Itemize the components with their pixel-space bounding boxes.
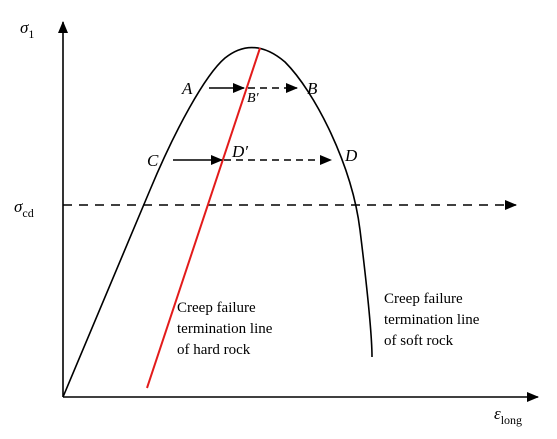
point-d-prime-label: D′ (231, 142, 248, 161)
x-axis-label: εlong (494, 404, 522, 427)
hard-rock-annotation-line-2: termination line (177, 321, 273, 337)
hard-rock-annotation: Creep failure termination line of hard r… (177, 300, 276, 358)
hard-rock-annotation-line-1: Creep failure (177, 300, 256, 316)
soft-rock-annotation-line-2: termination line (384, 312, 480, 328)
soft-rock-annotation-line-3: of soft rock (384, 333, 454, 349)
point-d-label: D (344, 146, 358, 165)
point-a-label: A (181, 79, 193, 98)
y-axis-label: σ1 (20, 18, 34, 41)
point-c-label: C (147, 151, 159, 170)
point-b-label: B (307, 79, 318, 98)
soft-rock-annotation: Creep failure termination line of soft r… (384, 291, 483, 349)
hard-rock-annotation-line-3: of hard rock (177, 342, 251, 358)
soft-rock-annotation-line-1: Creep failure (384, 291, 463, 307)
stress-strain-curve (62, 46, 373, 398)
hard-rock-termination-line (146, 47, 261, 389)
point-b-prime-label: B′ (247, 91, 260, 106)
threshold-label: σcd (14, 197, 34, 220)
